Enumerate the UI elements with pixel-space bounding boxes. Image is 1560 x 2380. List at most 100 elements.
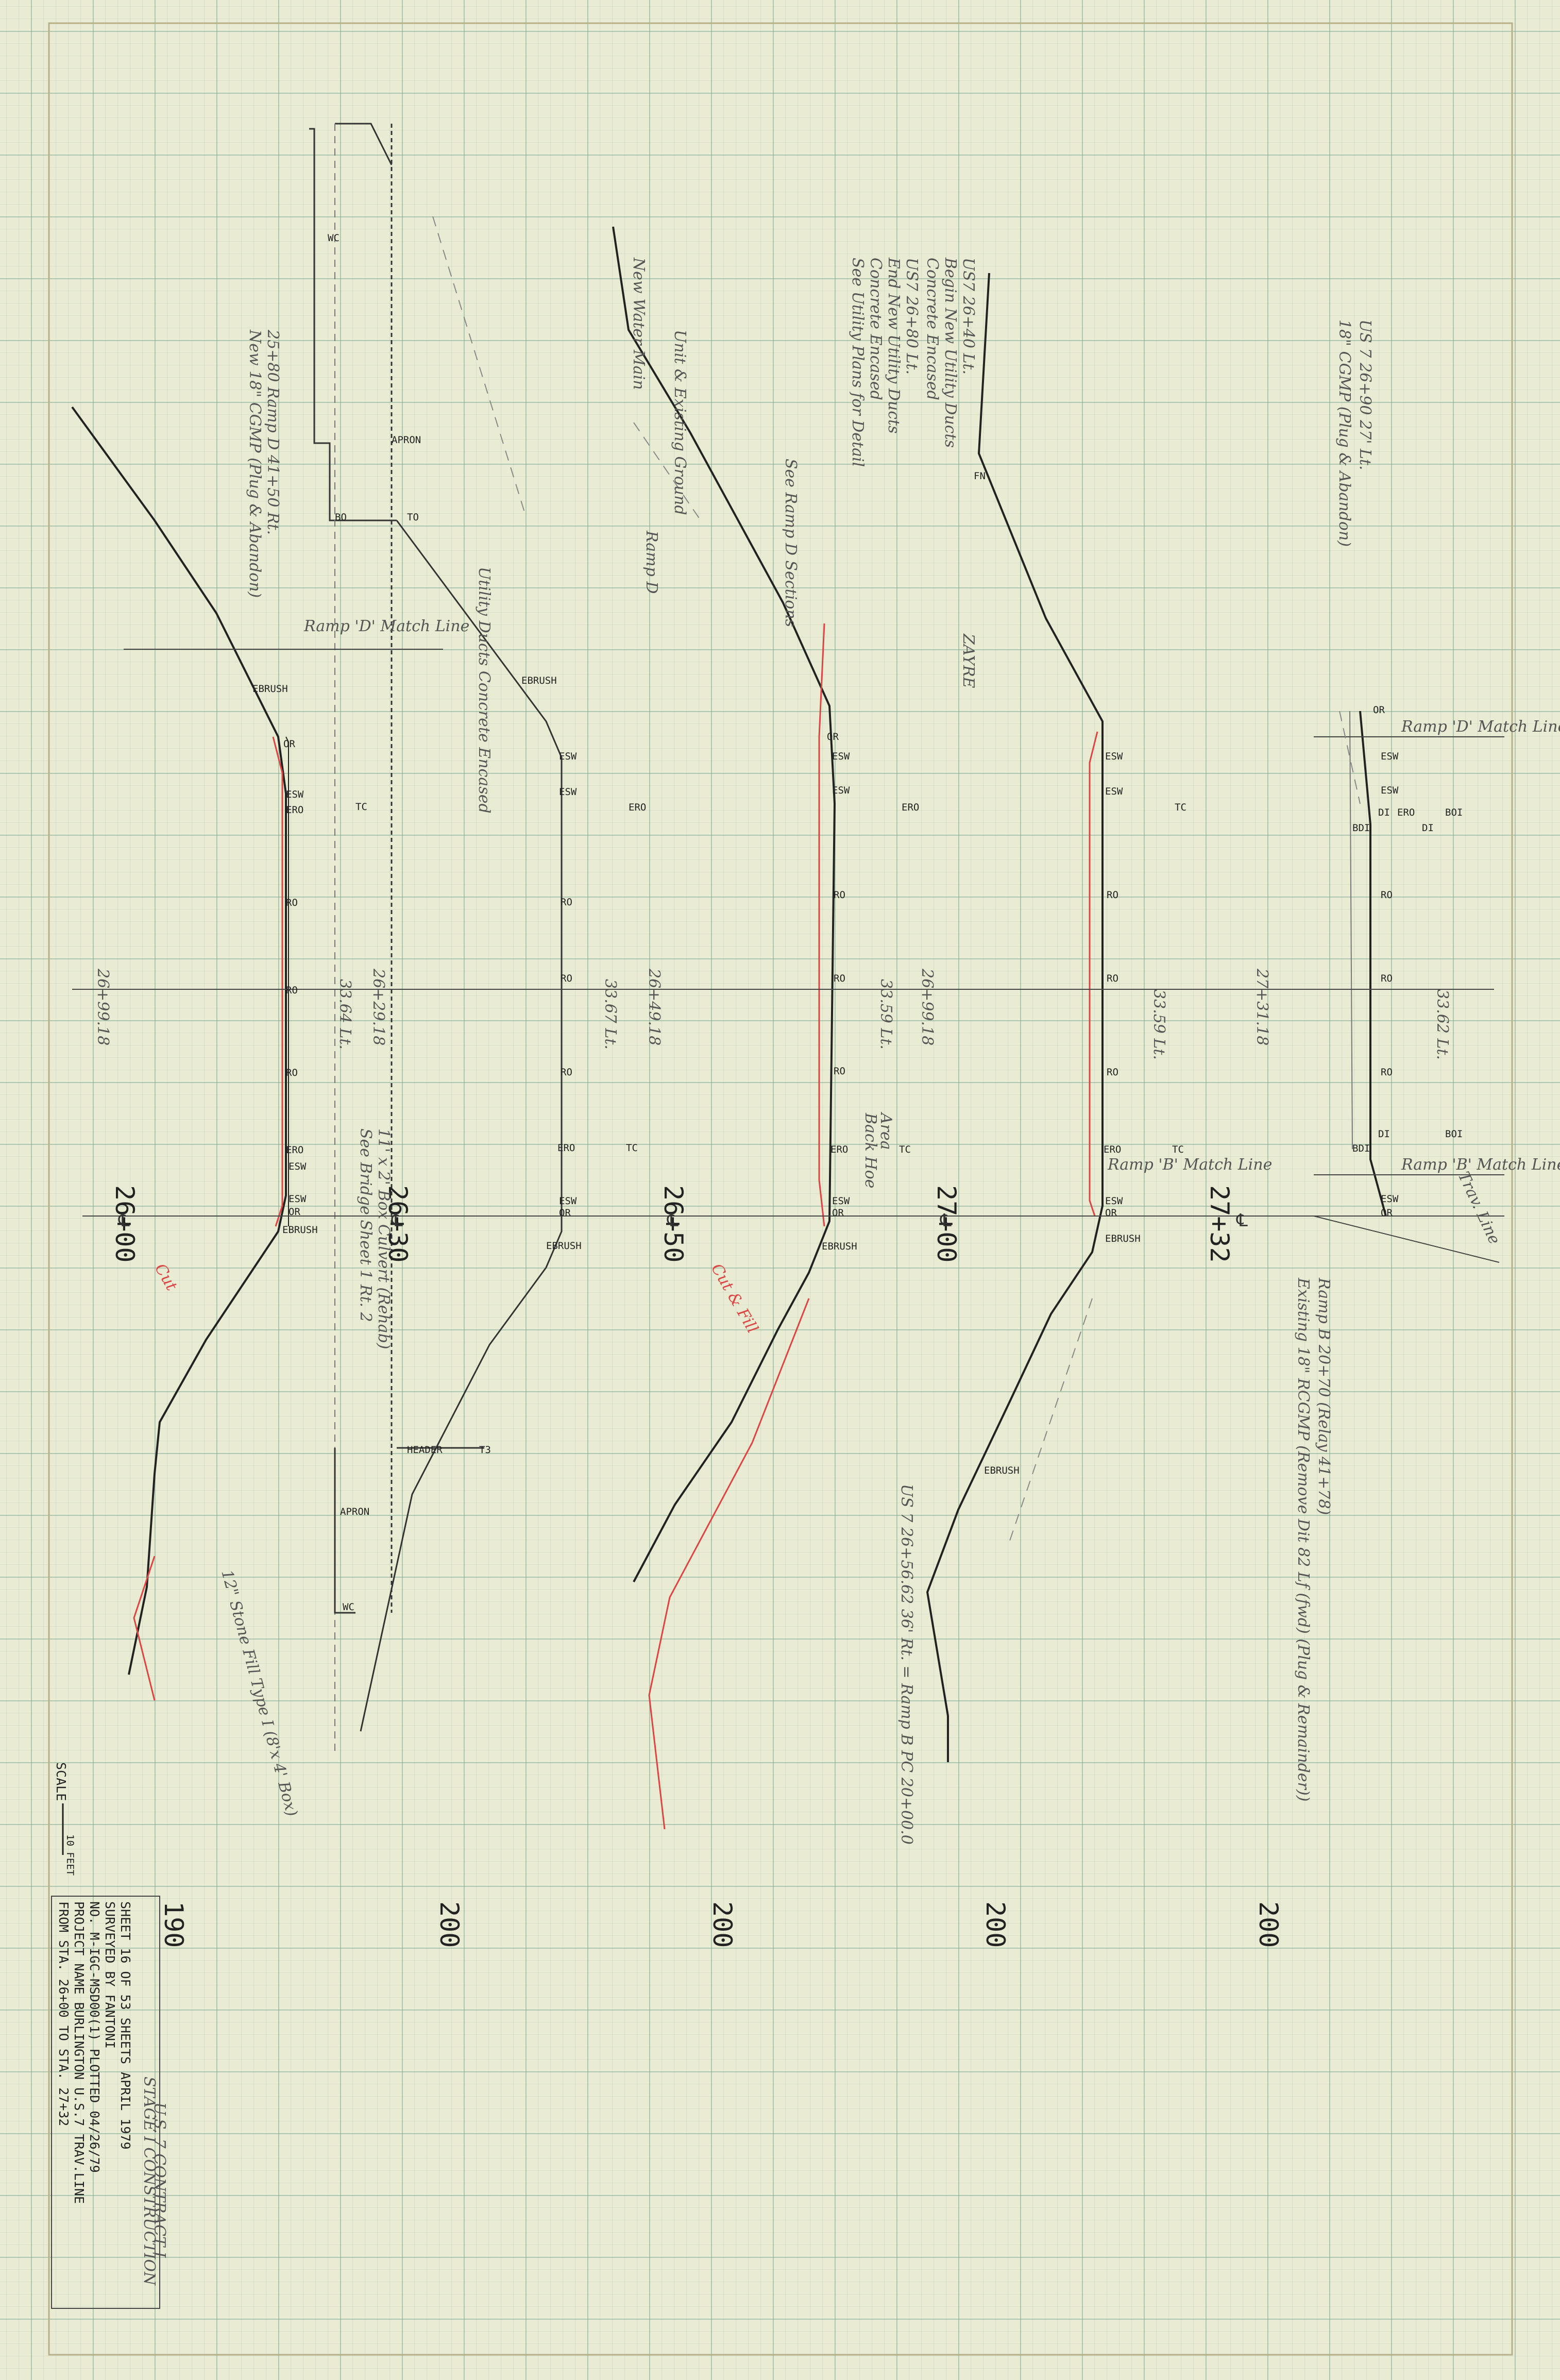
- code-ero-2b: ERO: [557, 1142, 575, 1154]
- cs-5: 27+31.18: [1253, 968, 1271, 1045]
- code-ebrush-3: EBRUSH: [822, 1241, 857, 1252]
- note-26: Back Hoe: [861, 1112, 879, 1188]
- note-15: 25+80 Ramp D 41+50 Rt.: [264, 329, 282, 535]
- tb-stage: STAGE I CONSTRUCTION: [140, 2077, 158, 2286]
- note-24: See Bridge Sheet 1 Rt. 2: [357, 1128, 375, 1322]
- code-esw-3: ESW: [832, 751, 850, 762]
- code-esw-2c: ESW: [559, 1195, 577, 1207]
- label-header: HEADER: [407, 1444, 443, 1456]
- tb-line1: FROM STA. 26+00 TO STA. 27+32: [56, 1901, 71, 2126]
- note-16: New 18" CGMP (Plug & Abandon): [246, 329, 264, 598]
- section-27-00: [926, 273, 1104, 1762]
- code-ebrush-2b: EBRUSH: [546, 1240, 582, 1252]
- code-bdi-5b: BDI: [1352, 1143, 1370, 1154]
- centerline-symbol-3: ℄: [667, 1210, 679, 1231]
- code-ero-5: ERO: [1397, 807, 1415, 818]
- code-ro-3c: RO: [834, 1066, 845, 1077]
- tb-line2: PROJECT NAME BURLINGTON U.S.7 TRAV.LINE: [72, 1901, 87, 2204]
- code-esw-4c: ESW: [1105, 1195, 1123, 1207]
- code-or-5b: OR: [1381, 1207, 1393, 1219]
- code-esw-1b: ESW: [289, 1161, 307, 1172]
- code-ebrush-1: EBRUSH: [282, 1224, 318, 1236]
- code-ro-2b: RO: [561, 973, 572, 984]
- section-26-00: [71, 406, 289, 1675]
- red-overlay-1: [133, 736, 283, 1701]
- code-esw-2: ESW: [559, 751, 577, 762]
- code-ro-2c: RO: [561, 1067, 572, 1078]
- code-or-3b: OR: [832, 1207, 844, 1219]
- code-ro-5a: RO: [1381, 889, 1393, 901]
- elev-200-a: 200: [434, 1901, 464, 1948]
- note-13: See Ramp D Sections: [782, 459, 800, 627]
- code-ebrush-1top: EBRUSH: [252, 683, 288, 695]
- note-17b: Ramp 'D' Match Line: [1401, 718, 1560, 736]
- station-26-00: 26+00: [110, 1185, 140, 1263]
- note-11: Unit & Existing Ground: [671, 330, 689, 515]
- code-ebrush-4b: EBRUSH: [984, 1465, 1020, 1476]
- code-ro-1a: RO: [286, 897, 298, 908]
- note-6: US7 26+80 Lt.: [903, 258, 921, 375]
- center-stations: 26+99.18 26+29.18 26+49.18 26+99.18 27+3…: [94, 968, 1451, 1060]
- section-27-32: [1349, 711, 1387, 1217]
- note-5: Concrete Encased: [923, 258, 941, 400]
- tb-line3: NO. M-IGC-MSD00(1) PLOTTED 04/26/79: [87, 1901, 102, 2173]
- code-esw-5: ESW: [1381, 751, 1399, 762]
- notes: US 7 26+90 27' Lt. 18" CGMP (Plug & Aban…: [217, 257, 1560, 1845]
- note-21: Ramp B 20+70 (Relay 41+78): [1315, 1277, 1333, 1515]
- code-di-5c: DI: [1378, 1128, 1390, 1140]
- label-to: TO: [407, 512, 419, 523]
- cs-3: 26+49.18: [645, 968, 663, 1045]
- note-27: ZAYRE: [959, 633, 977, 688]
- off-2: 33.67 Lt.: [601, 979, 619, 1050]
- section-26-50: [612, 226, 836, 1582]
- code-or-1: OR: [283, 738, 295, 750]
- off-3: 33.59 Lt.: [877, 979, 895, 1050]
- cs-1: 26+99.18: [94, 968, 112, 1045]
- off-4: 33.59 Lt.: [1150, 989, 1168, 1060]
- tb-contract: U.S. 7 CONTRACT I: [150, 2102, 168, 2258]
- note-8: Concrete Encased: [867, 258, 885, 400]
- dashed-slopes: [432, 216, 1361, 1541]
- note-18: Ramp 'B' Match Line: [1107, 1156, 1272, 1174]
- elev-200-d: 200: [1253, 1901, 1283, 1948]
- code-di-5: DI: [1378, 807, 1390, 818]
- code-ero-4: ERO: [1104, 1144, 1121, 1155]
- note-9: See Utility Plans for Detail: [849, 258, 867, 467]
- note-18b: Ramp 'B' Match Line: [1401, 1156, 1560, 1174]
- label-apron-top: APRON: [392, 434, 421, 446]
- red-note-2: Cut: [151, 1261, 181, 1294]
- code-tc-3: TC: [899, 1144, 911, 1155]
- code-esw-1c: ESW: [289, 1193, 307, 1205]
- code-tc-2: TC: [626, 1142, 638, 1154]
- code-esw-4: ESW: [1105, 751, 1123, 762]
- note-25: Area: [877, 1111, 895, 1150]
- title-block-frame: [51, 1896, 160, 2309]
- code-or-5: OR: [1373, 704, 1385, 716]
- code-esw-4b: ESW: [1105, 786, 1123, 797]
- off-1: 33.64 Lt.: [336, 979, 354, 1050]
- code-ro-1c: RO: [286, 1067, 298, 1078]
- centerline-symbol-4: ℄: [940, 1210, 952, 1231]
- code-or-4: OR: [1105, 1207, 1117, 1219]
- elevation-labels: 190 200 200 200 200: [159, 1901, 1283, 1948]
- elev-190: 190: [159, 1901, 189, 1948]
- code-ro-4c: RO: [1107, 1067, 1118, 1078]
- code-ro-1b: RO: [286, 985, 298, 996]
- note-10: New Water Main: [630, 257, 648, 390]
- red-annotations: Cut & Fill Cut: [151, 1261, 761, 1337]
- code-ero-3: ERO: [902, 802, 919, 813]
- centerline-symbol-2: ℄: [391, 1210, 403, 1231]
- code-boi-5: BOI: [1445, 807, 1463, 818]
- title-block: FROM STA. 26+00 TO STA. 27+32 PROJECT NA…: [51, 1896, 168, 2309]
- note-19: Trav. Line: [1454, 1169, 1504, 1247]
- scale-label: SCALE: [54, 1762, 69, 1801]
- code-esw-1: ESW: [286, 789, 304, 800]
- note-23: 11' x 2' Box Culvert (Rehab): [375, 1128, 393, 1349]
- elev-200-b: 200: [707, 1901, 737, 1948]
- code-ro-4b: RO: [1107, 973, 1118, 984]
- label-fn: FN: [974, 470, 986, 482]
- code-ebrush-2: EBRUSH: [521, 675, 557, 686]
- note-17: Ramp 'D' Match Line: [303, 617, 469, 635]
